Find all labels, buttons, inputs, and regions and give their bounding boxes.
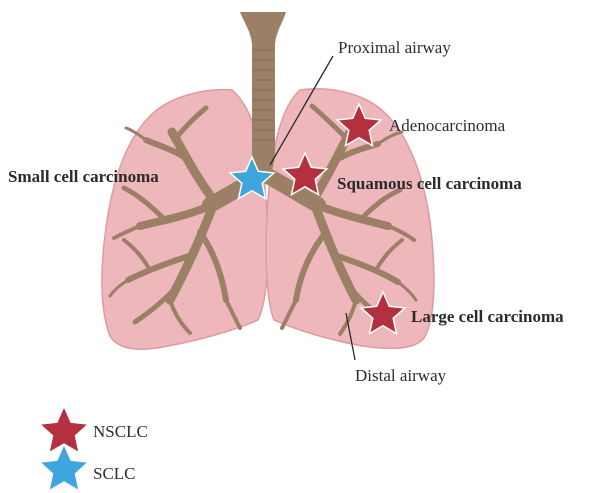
- squamous-cell-carcinoma-label: Squamous cell carcinoma: [337, 174, 522, 193]
- legend: NSCLC SCLC: [41, 408, 148, 489]
- large-cell-carcinoma-label: Large cell carcinoma: [411, 307, 564, 326]
- legend-nsclc-star: [41, 408, 87, 451]
- legend-sclc-star: [41, 446, 87, 489]
- distal-airway-label: Distal airway: [355, 366, 447, 385]
- proximal-airway-label: Proximal airway: [338, 38, 451, 57]
- adenocarcinoma-label: Adenocarcinoma: [389, 116, 506, 135]
- legend-nsclc-label: NSCLC: [93, 422, 148, 441]
- small-cell-carcinoma-label: Small cell carcinoma: [8, 167, 159, 186]
- legend-sclc-label: SCLC: [93, 464, 136, 483]
